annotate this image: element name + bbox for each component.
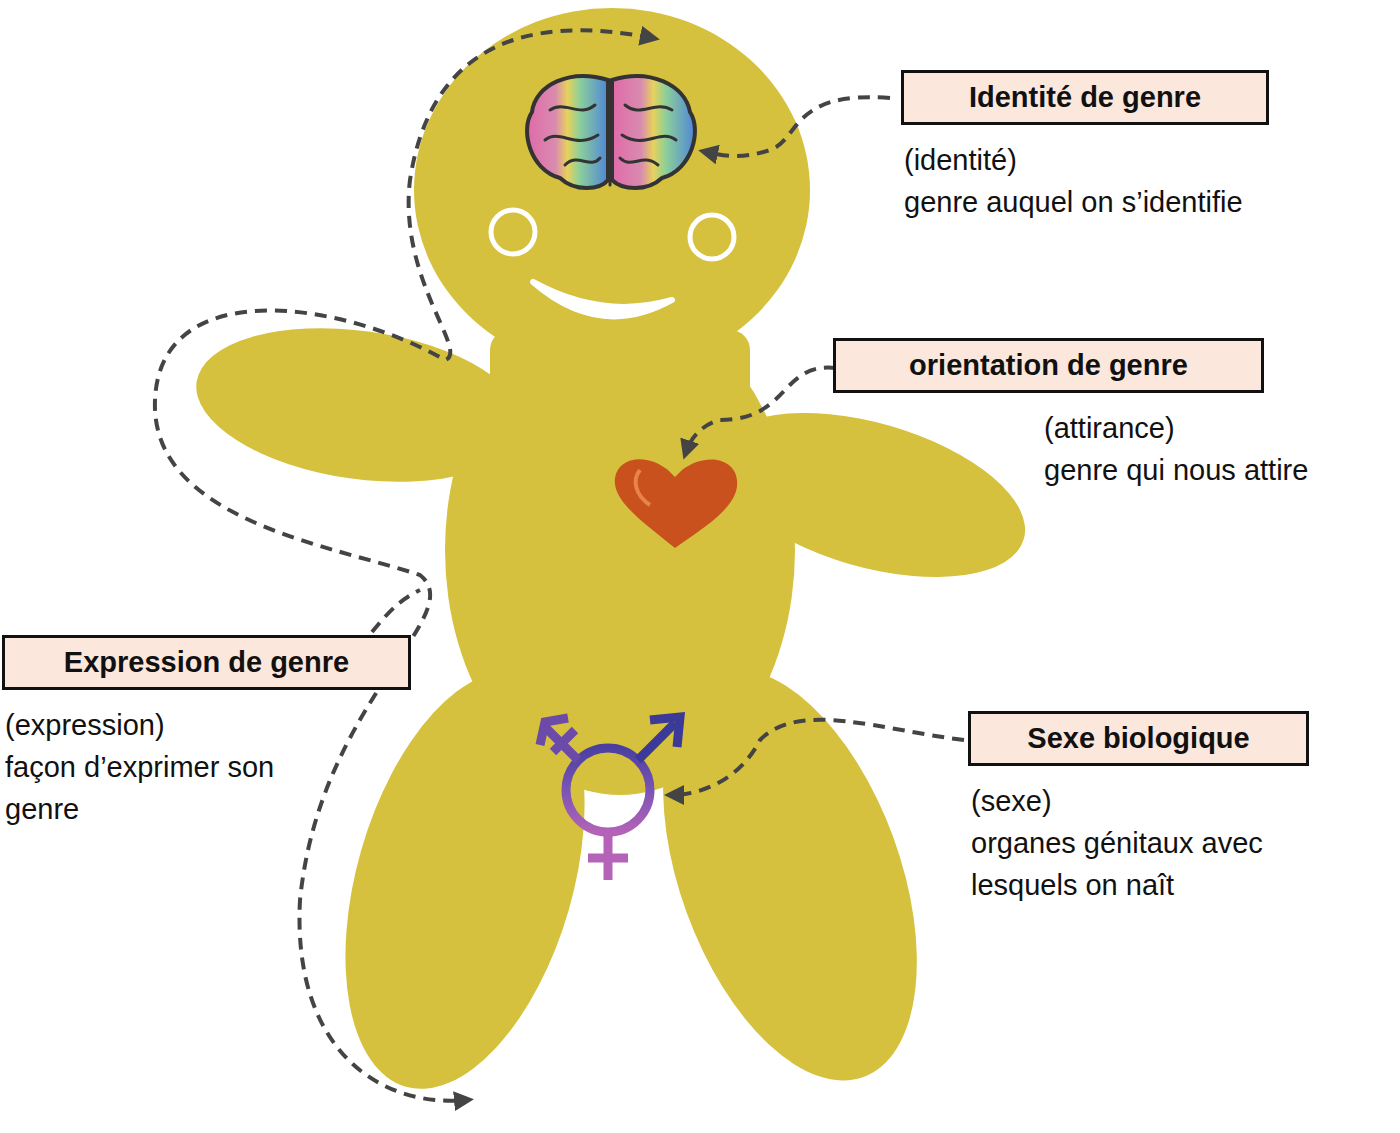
description: genre qui nous attire — [1044, 449, 1394, 491]
description: façon d’exprimer son genre — [5, 746, 305, 830]
heading-box: orientation de genre — [833, 338, 1264, 393]
short-term: (expression) — [5, 704, 305, 746]
description: genre auquel on s’identifie — [904, 181, 1394, 223]
label-group: Identité de genre (identité)genre auquel … — [901, 70, 1394, 223]
heading-box: Identité de genre — [901, 70, 1269, 125]
brain-icon — [527, 76, 695, 188]
heart-icon — [615, 459, 737, 548]
short-term: (attirance) — [1044, 407, 1394, 449]
short-term: (identité) — [904, 139, 1394, 181]
description: organes génitaux avec lesquels on naît — [971, 822, 1371, 906]
label-group: Sexe biologique (sexe)organes génitaux av… — [968, 711, 1371, 906]
heading-box: Expression de genre — [2, 635, 411, 690]
face — [491, 210, 734, 316]
transgender-symbol — [540, 717, 680, 880]
heart-shine — [636, 470, 650, 505]
short-term: (sexe) — [971, 780, 1371, 822]
heading-box: Sexe biologique — [968, 711, 1309, 766]
label-group: Expression de genre (expression)façon d’e… — [2, 635, 411, 830]
label-group: orientation de genre (attirance)genre qui… — [833, 338, 1394, 491]
leader-lines — [155, 30, 964, 1100]
